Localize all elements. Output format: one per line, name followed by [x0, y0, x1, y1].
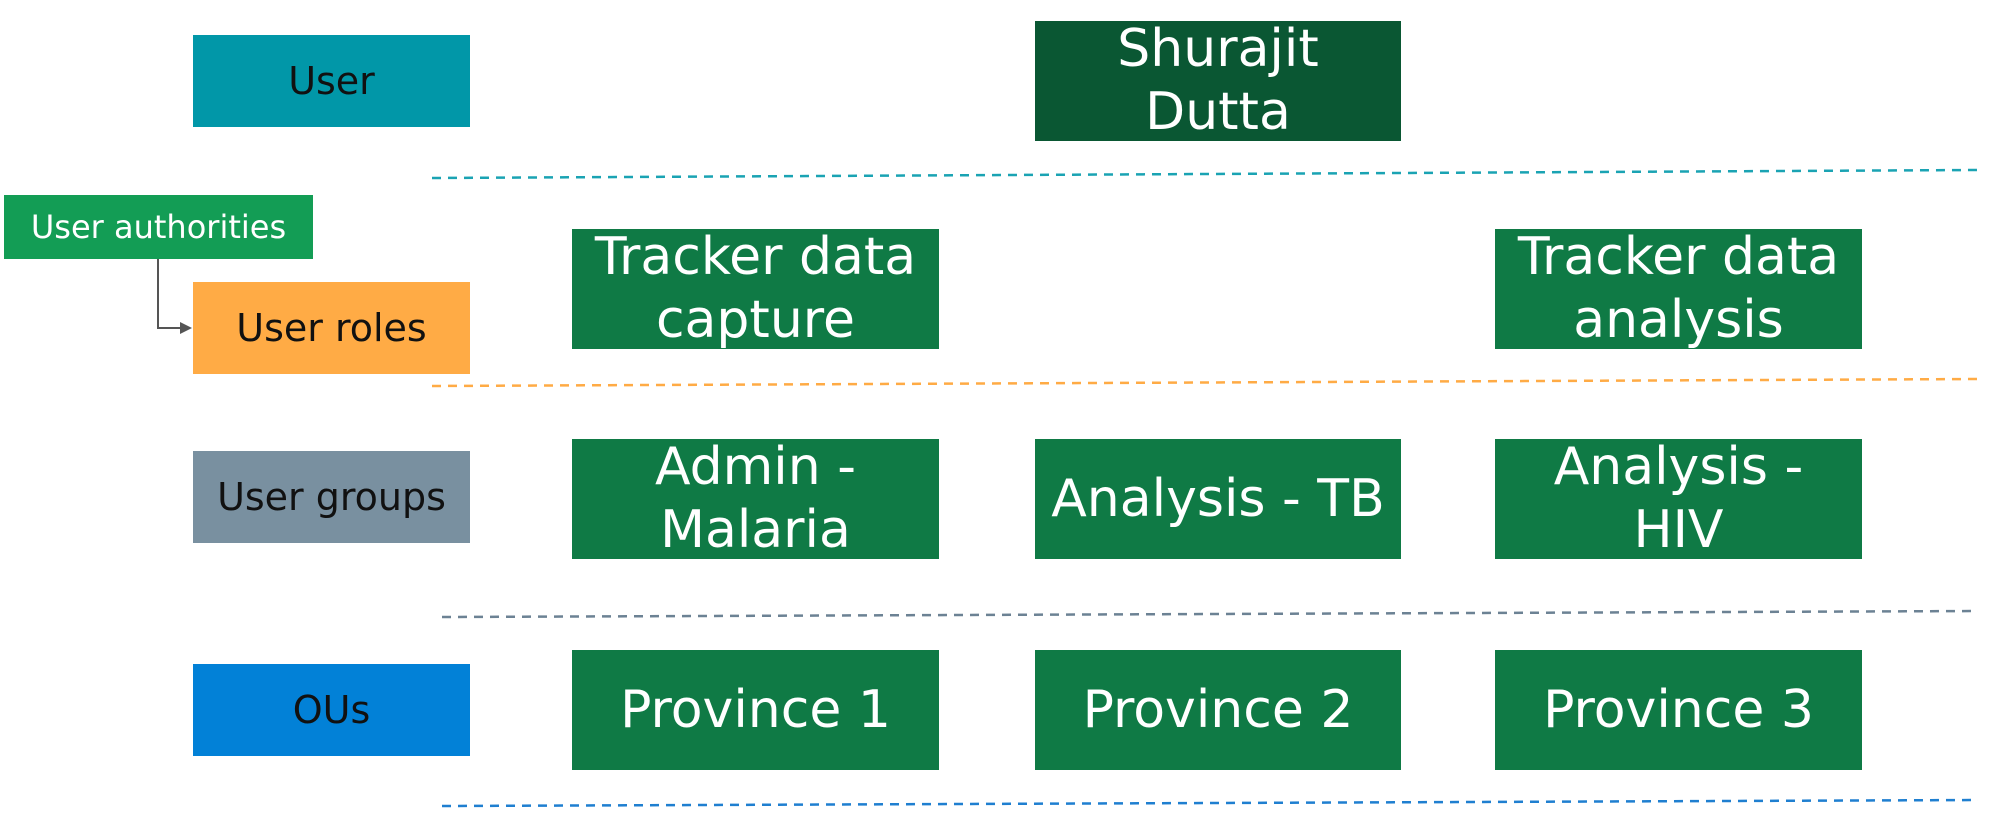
level-label-user-groups-text: User groups [217, 475, 446, 519]
level-label-ous-text: OUs [292, 688, 371, 732]
level-label-user: User [193, 35, 470, 127]
separator-roles [431, 377, 1979, 388]
arrow-head-icon [180, 322, 192, 334]
ou-node-text: Province 2 [1082, 679, 1354, 740]
level-label-user-roles: User roles [193, 282, 470, 374]
ou-node: Province 3 [1495, 650, 1862, 770]
group-node: Analysis - TB [1035, 439, 1401, 559]
ou-node-text: Province 3 [1543, 679, 1814, 740]
role-node: Tracker data capture [572, 227, 939, 350]
ou-node: Province 1 [572, 650, 939, 770]
separator-groups [441, 609, 1979, 619]
user-node-text: Shurajit Dutta [1117, 19, 1319, 142]
group-node-text: Analysis - HIV [1553, 437, 1804, 560]
user-node: Shurajit Dutta [1035, 19, 1401, 142]
role-node-text: Tracker data capture [594, 227, 917, 350]
group-node-text: Admin - Malaria [654, 437, 857, 560]
user-authorities-text: User authorities [30, 208, 287, 246]
level-label-ous: OUs [193, 664, 470, 756]
level-label-user-text: User [288, 59, 375, 103]
group-node-text: Analysis - TB [1051, 468, 1385, 529]
role-node: Tracker data analysis [1495, 227, 1862, 350]
user-authorities-box: User authorities [4, 195, 313, 259]
ou-node: Province 2 [1035, 650, 1401, 770]
role-node-text: Tracker data analysis [1517, 227, 1840, 350]
separator-user [431, 168, 1979, 180]
level-label-user-roles-text: User roles [236, 306, 427, 350]
authority-connector [157, 258, 188, 329]
level-label-user-groups: User groups [193, 451, 470, 543]
separator-ous [441, 798, 1979, 808]
group-node: Admin - Malaria [572, 437, 939, 560]
ou-node-text: Province 1 [620, 679, 891, 740]
group-node: Analysis - HIV [1495, 437, 1862, 560]
